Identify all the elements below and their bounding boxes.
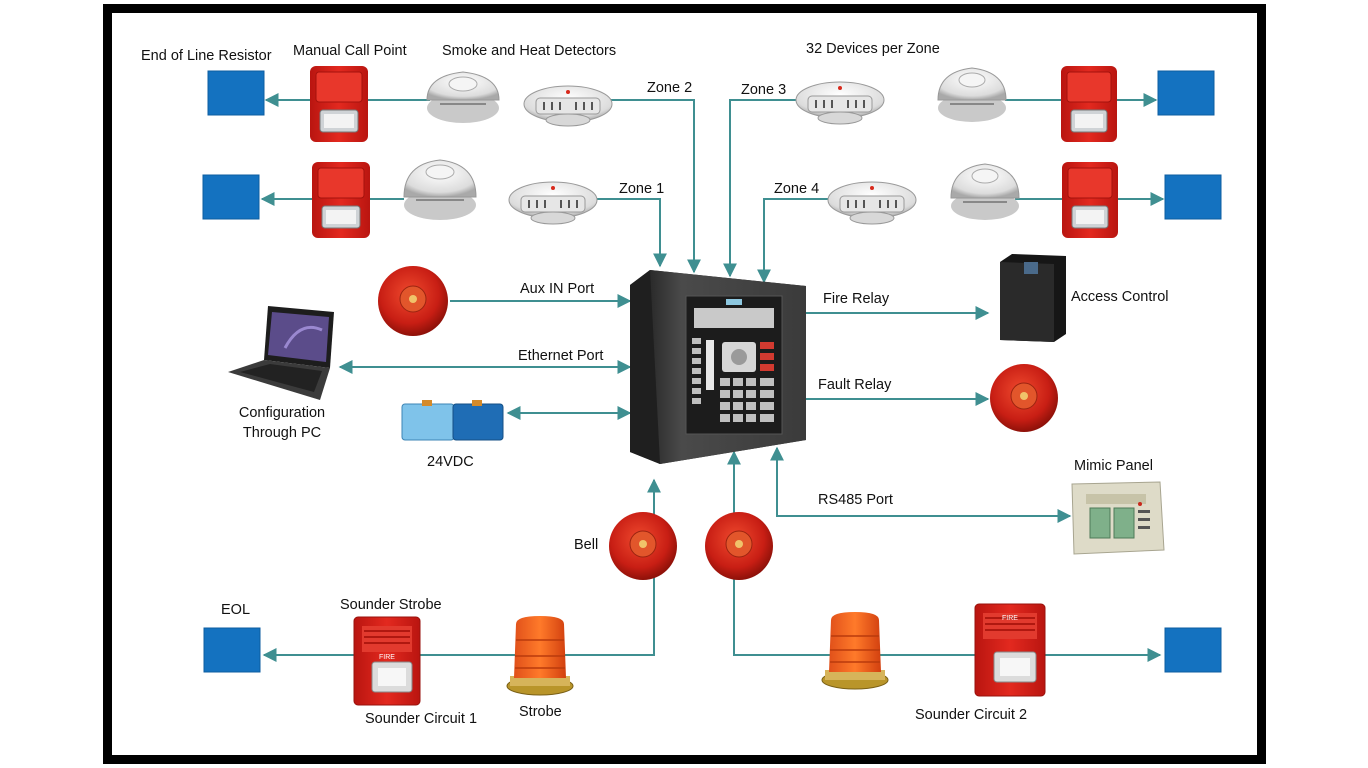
- access-control-unit: [1000, 254, 1066, 342]
- heat-detector-zone4-b: [950, 163, 1020, 220]
- smoke-detector-zone2-b: [523, 85, 613, 127]
- strobe-sounder-circuit1: [506, 616, 574, 696]
- bell-sounder-circuit1: [609, 512, 677, 580]
- zone4-line-to-panel: [757, 198, 832, 284]
- eol-box-sounder1: [203, 627, 261, 673]
- label-fire-relay: Fire Relay: [823, 291, 890, 307]
- label-access-control: Access Control: [1071, 289, 1169, 305]
- bell-fault-relay: [990, 364, 1058, 432]
- manual-call-point-zone3: [1061, 66, 1117, 142]
- label-mimic-panel: Mimic Panel: [1074, 458, 1153, 474]
- label-configuration: Configuration Through PC: [232, 405, 332, 442]
- zone1-line-to-panel: [580, 198, 667, 268]
- sounder-strobe-circuit2: FIRE: [974, 603, 1046, 697]
- mimic-panel-device: [1071, 481, 1165, 555]
- label-ethernet-port: Ethernet Port: [518, 348, 604, 364]
- sounder-strobe-circuit1: FIRE: [353, 616, 421, 706]
- zone2-line-to-panel: [600, 99, 701, 274]
- zone3-line-to-panel: [723, 99, 800, 278]
- fire-alarm-control-panel: [630, 270, 806, 464]
- label-configuration-line1: Configuration: [238, 405, 326, 421]
- eol-resistor-box-zone1: [202, 174, 260, 220]
- label-24vdc: 24VDC: [427, 454, 474, 470]
- sounder-circuit1-line: [262, 478, 661, 662]
- bell-sounder-circuit2: [705, 512, 773, 580]
- label-zone-3: Zone 3: [741, 82, 787, 98]
- sounder-strobe1-fire-text: FIRE: [379, 654, 395, 661]
- smoke-detector-zone1-b: [508, 181, 598, 225]
- label-rs485-port: RS485 Port: [818, 492, 893, 508]
- label-sounder-strobe: Sounder Strobe: [340, 597, 442, 613]
- label-manual-call-point: Manual Call Point: [293, 43, 407, 59]
- eol-resistor-box-zone3: [1157, 70, 1215, 116]
- label-fault-relay: Fault Relay: [818, 377, 892, 393]
- label-bell: Bell: [574, 537, 599, 553]
- manual-call-point-zone4: [1062, 162, 1118, 238]
- heat-detector-zone3-b: [937, 67, 1007, 122]
- label-end-of-line-resistor: End of Line Resistor: [141, 48, 272, 64]
- sounder-strobe2-fire-text: FIRE: [1002, 615, 1018, 622]
- heat-detector-zone1-a: [403, 159, 477, 220]
- strobe-sounder-circuit2: [821, 612, 889, 690]
- bell-aux-in: [378, 266, 448, 336]
- manual-call-point-zone2: [310, 66, 368, 142]
- label-devices-per-zone: 32 Devices per Zone: [806, 41, 940, 57]
- battery-24vdc: [401, 400, 504, 441]
- label-zone-2: Zone 2: [647, 80, 693, 96]
- label-zone-4: Zone 4: [774, 181, 820, 197]
- smoke-detector-zone3-a: [795, 81, 885, 125]
- eol-box-sounder2: [1164, 627, 1222, 673]
- label-strobe: Strobe: [519, 704, 562, 720]
- label-configuration-line2: Through PC: [242, 425, 322, 441]
- label-zone-1: Zone 1: [619, 181, 665, 197]
- label-aux-in-port: Aux IN Port: [520, 281, 595, 297]
- label-eol: EOL: [221, 602, 251, 618]
- heat-detector-zone2-a: [426, 71, 500, 123]
- label-sounder-circuit-1: Sounder Circuit 1: [365, 711, 478, 727]
- manual-call-point-zone1: [312, 162, 370, 238]
- eol-resistor-box-zone4: [1164, 174, 1222, 220]
- eol-resistor-box-zone2: [207, 70, 265, 116]
- smoke-detector-zone4-a: [827, 181, 917, 225]
- label-smoke-heat-detectors: Smoke and Heat Detectors: [442, 43, 617, 59]
- label-sounder-circuit-2: Sounder Circuit 2: [915, 707, 1028, 723]
- laptop-pc: [228, 306, 334, 400]
